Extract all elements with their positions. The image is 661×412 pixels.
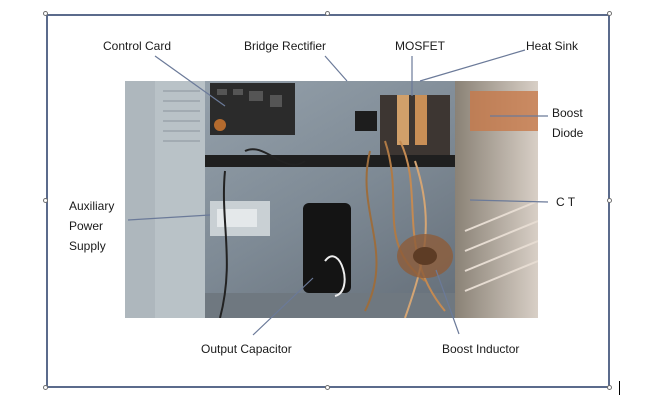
label-auxiliary-power-supply: Auxiliary Power Supply bbox=[69, 196, 114, 256]
label-boost-diode-line1: Boost bbox=[552, 106, 583, 120]
resize-handle-bottom-left[interactable] bbox=[43, 385, 48, 390]
resize-handle-bottom-center[interactable] bbox=[325, 385, 330, 390]
label-aux-line2: Power bbox=[69, 219, 104, 233]
label-control-card: Control Card bbox=[103, 39, 172, 53]
resize-handle-middle-left[interactable] bbox=[43, 198, 48, 203]
resize-handle-top-right[interactable] bbox=[607, 11, 612, 16]
label-bridge-rectifier: Bridge Rectifier bbox=[244, 39, 327, 53]
resize-handle-top-left[interactable] bbox=[43, 11, 48, 16]
resize-handle-top-center[interactable] bbox=[325, 11, 330, 16]
label-aux-line3: Supply bbox=[69, 239, 106, 253]
label-heat-sink: Heat Sink bbox=[526, 39, 579, 53]
label-aux-line1: Auxiliary bbox=[69, 199, 115, 213]
hardware-photo bbox=[125, 81, 538, 318]
label-boost-diode-line2: Diode bbox=[552, 126, 584, 140]
label-mosfet: MOSFET bbox=[395, 39, 445, 53]
resize-handle-bottom-right[interactable] bbox=[607, 385, 612, 390]
label-boost-diode: Boost Diode bbox=[552, 103, 583, 143]
resize-handle-middle-right[interactable] bbox=[607, 198, 612, 203]
label-boost-inductor: Boost Inductor bbox=[442, 342, 520, 356]
label-ct: C T bbox=[556, 195, 576, 209]
label-output-capacitor: Output Capacitor bbox=[201, 342, 292, 356]
text-cursor bbox=[619, 381, 620, 395]
